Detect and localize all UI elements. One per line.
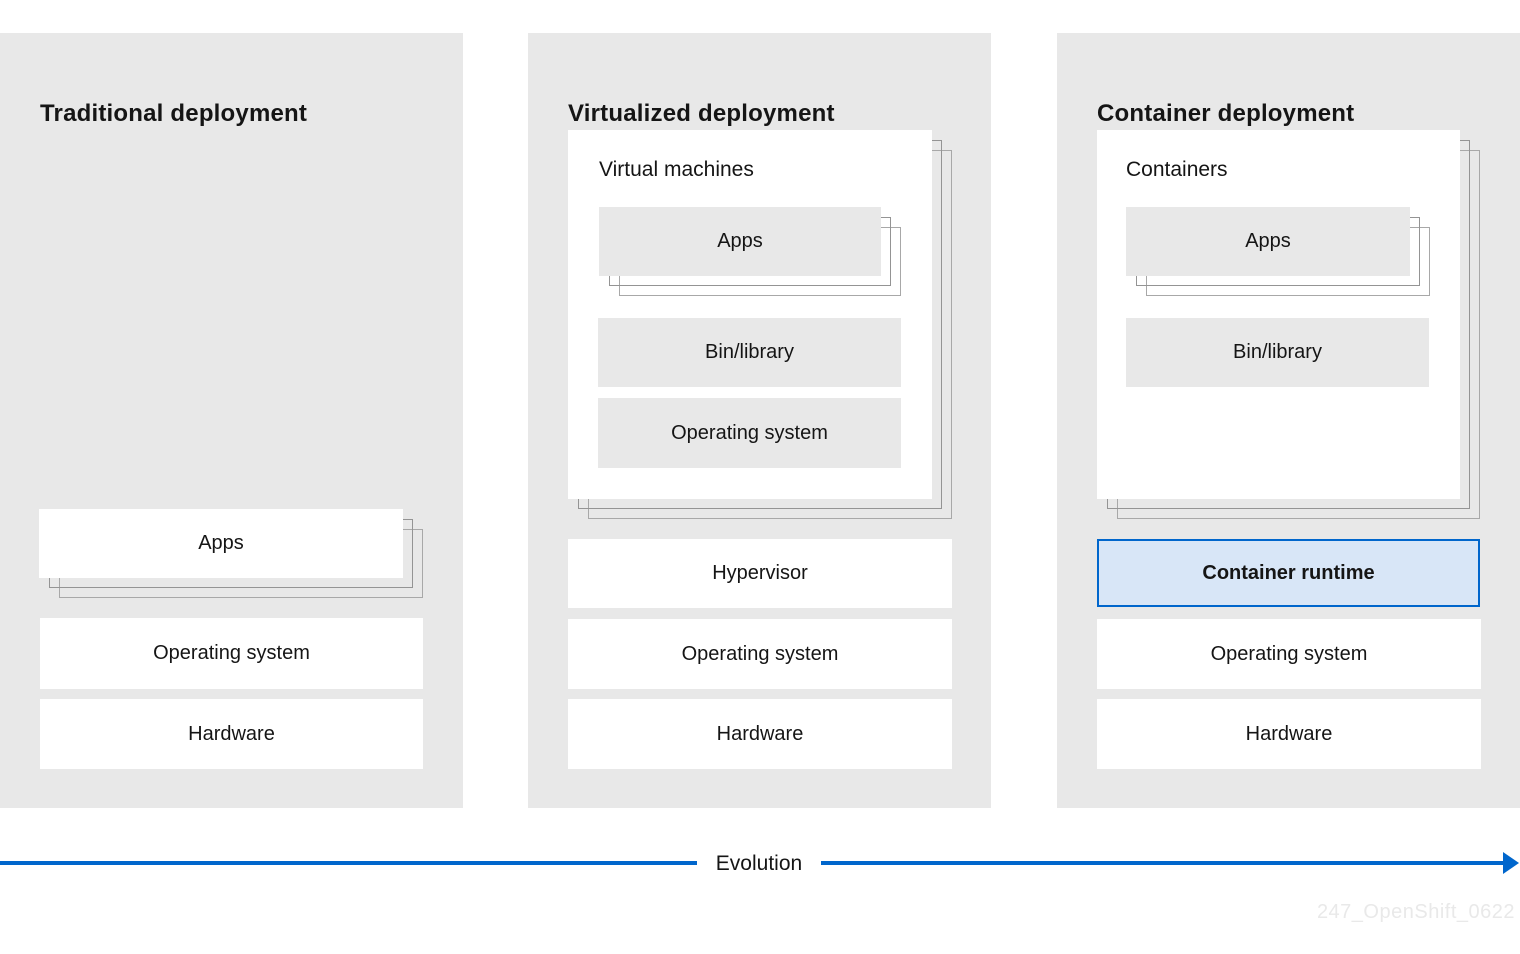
containers-label: Containers [1126, 158, 1228, 181]
box-label: Hardware [188, 722, 275, 745]
container-apps-box: Apps [1126, 207, 1410, 276]
panel-traditional-deployment: Traditional deployment Apps Operating sy… [0, 33, 463, 808]
box-label: Hypervisor [712, 562, 808, 584]
box-label: Operating system [681, 642, 839, 665]
box-label: Hardware [1245, 722, 1333, 745]
virtual-machines-box: Virtual machines Apps Bin/library Operat… [568, 130, 932, 499]
evolution-arrow-line-left [0, 861, 697, 865]
box-label: Operating system [671, 421, 828, 444]
virtual-machines-stack: Virtual machines Apps Bin/library Operat… [568, 130, 952, 519]
containers-box: Containers Apps Bin/library [1097, 130, 1460, 499]
containers-stack: Containers Apps Bin/library [1097, 130, 1480, 519]
vm-bin-library-box: Bin/library [598, 318, 901, 387]
box-label: Apps [198, 532, 244, 554]
box-label: Operating system [153, 642, 310, 664]
hypervisor-box: Hypervisor [568, 539, 952, 608]
evolution-arrow-line-right [821, 861, 1504, 865]
container-apps-stack: Apps [1126, 207, 1430, 296]
virtualized-hardware-box: Hardware [568, 699, 952, 769]
container-hardware-box: Hardware [1097, 699, 1481, 769]
box-label: Apps [717, 230, 763, 252]
traditional-apps-stack: Apps [39, 509, 423, 598]
panel-title-container: Container deployment [1097, 100, 1355, 127]
vm-apps-stack: Apps [599, 207, 901, 296]
panel-container-deployment: Container deployment Containers Apps Bin… [1057, 33, 1520, 808]
vm-apps-box: Apps [599, 207, 881, 276]
box-label: Hardware [716, 722, 804, 745]
watermark-text: 247_OpenShift_0622 [1316, 901, 1515, 923]
panel-title-traditional: Traditional deployment [40, 100, 308, 127]
box-label: Operating system [1210, 642, 1368, 665]
virtualized-os-box: Operating system [568, 619, 952, 689]
vm-guest-os-box: Operating system [598, 398, 901, 468]
panel-title-virtualized: Virtualized deployment [568, 100, 835, 127]
evolution-label: Evolution [715, 852, 803, 875]
container-os-box: Operating system [1097, 619, 1481, 689]
traditional-apps-box: Apps [39, 509, 403, 578]
box-label: Bin/library [1233, 341, 1322, 363]
box-label: Apps [1245, 230, 1291, 252]
panel-virtualized-deployment: Virtualized deployment Virtual machines … [528, 33, 991, 808]
container-runtime-box: Container runtime [1097, 539, 1480, 607]
evolution-arrowhead-icon [1503, 852, 1519, 874]
traditional-hardware-box: Hardware [40, 699, 423, 769]
traditional-os-box: Operating system [40, 618, 423, 689]
box-label: Bin/library [705, 341, 794, 363]
container-bin-library-box: Bin/library [1126, 318, 1429, 387]
box-label: Container runtime [1202, 561, 1375, 584]
virtual-machines-label: Virtual machines [599, 158, 754, 181]
